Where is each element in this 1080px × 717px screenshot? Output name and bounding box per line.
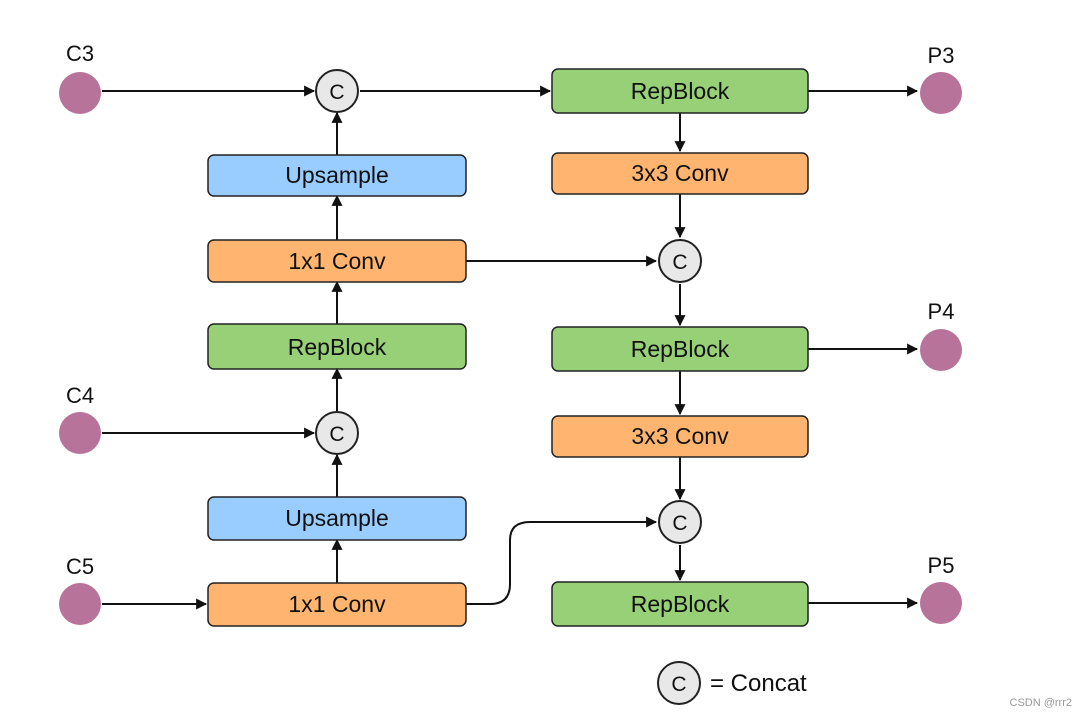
block-upsample-bottom-box bbox=[207, 496, 467, 541]
input-c5-label: C5 bbox=[66, 554, 94, 579]
block-repblock-mid: RepBlock bbox=[551, 326, 809, 372]
block-conv1x1-bottom-box bbox=[207, 582, 467, 627]
block-upsample-bottom-label: Upsample bbox=[285, 505, 389, 531]
output-p5-dot bbox=[920, 582, 962, 624]
block-repblock-left-label: RepBlock bbox=[288, 334, 387, 360]
block-repblock-mid-box bbox=[551, 326, 809, 372]
input-c5: C5 bbox=[59, 554, 101, 625]
input-c5-dot bbox=[59, 583, 101, 625]
legend-concat-circle bbox=[657, 661, 701, 705]
block-repblock-top: RepBlock bbox=[551, 68, 809, 114]
input-c4-dot bbox=[59, 412, 101, 454]
edges bbox=[102, 85, 919, 610]
input-c3-dot bbox=[59, 72, 101, 114]
block-upsample-top-box bbox=[207, 154, 467, 197]
input-c4: C4 bbox=[59, 383, 101, 454]
concat-node-1-circle bbox=[315, 69, 359, 113]
output-p4-label: P4 bbox=[928, 299, 955, 324]
concat-node-3: C bbox=[315, 411, 359, 455]
output-p3: P3 bbox=[920, 43, 962, 114]
output-p4: P4 bbox=[920, 299, 962, 371]
input-c4-label: C4 bbox=[66, 383, 94, 408]
block-repblock-left-box bbox=[207, 323, 467, 370]
block-repblock-mid-label: RepBlock bbox=[631, 336, 730, 362]
block-conv3x3-top: 3x3 Conv bbox=[551, 152, 809, 195]
block-conv1x1-bottom: 1x1 Conv bbox=[207, 582, 467, 627]
block-conv3x3-mid: 3x3 Conv bbox=[551, 415, 809, 458]
block-repblock-bottom-box bbox=[551, 581, 809, 627]
input-c3-label: C3 bbox=[66, 41, 94, 66]
legend-concat-text: = Concat bbox=[710, 670, 807, 697]
legend-concat-symbol: C bbox=[671, 673, 686, 696]
block-upsample-bottom: Upsample bbox=[207, 496, 467, 541]
concat-node-2: C bbox=[658, 239, 702, 283]
concat-node-2-circle bbox=[658, 239, 702, 283]
block-conv3x3-mid-box bbox=[551, 415, 809, 458]
block-repblock-left: RepBlock bbox=[207, 323, 467, 370]
block-conv3x3-mid-label: 3x3 Conv bbox=[631, 423, 729, 449]
concat-node-3-circle bbox=[315, 411, 359, 455]
block-upsample-top-label: Upsample bbox=[285, 162, 389, 188]
block-upsample-top: Upsample bbox=[207, 154, 467, 197]
input-c3: C3 bbox=[59, 41, 101, 114]
watermark: CSDN @rrr2 bbox=[1010, 697, 1073, 709]
output-p4-dot bbox=[920, 329, 962, 371]
concat-node-2-label: C bbox=[672, 251, 687, 274]
block-repblock-top-box bbox=[551, 68, 809, 114]
output-p5: P5 bbox=[920, 553, 962, 624]
block-conv1x1-top: 1x1 Conv bbox=[207, 239, 467, 283]
concat-node-1-label: C bbox=[329, 81, 344, 104]
block-conv3x3-top-box bbox=[551, 152, 809, 195]
concat-node-4: C bbox=[658, 500, 702, 544]
concat-node-3-label: C bbox=[329, 423, 344, 446]
edge-conv1x1-bottom-to-concat4 bbox=[466, 516, 658, 605]
block-conv1x1-top-box bbox=[207, 239, 467, 283]
block-repblock-top-label: RepBlock bbox=[631, 78, 730, 104]
block-conv3x3-top-label: 3x3 Conv bbox=[631, 160, 729, 186]
output-p3-label: P3 bbox=[928, 43, 955, 68]
concat-node-4-circle bbox=[658, 500, 702, 544]
concat-node-4-label: C bbox=[672, 512, 687, 535]
block-repblock-bottom-label: RepBlock bbox=[631, 591, 730, 617]
block-repblock-bottom: RepBlock bbox=[551, 581, 809, 627]
concat-node-1: C bbox=[315, 69, 359, 113]
output-p5-label: P5 bbox=[928, 553, 955, 578]
block-conv1x1-bottom-label: 1x1 Conv bbox=[288, 591, 386, 617]
legend: C = Concat bbox=[657, 661, 807, 705]
output-p3-dot bbox=[920, 72, 962, 114]
block-conv1x1-top-label: 1x1 Conv bbox=[288, 248, 386, 274]
